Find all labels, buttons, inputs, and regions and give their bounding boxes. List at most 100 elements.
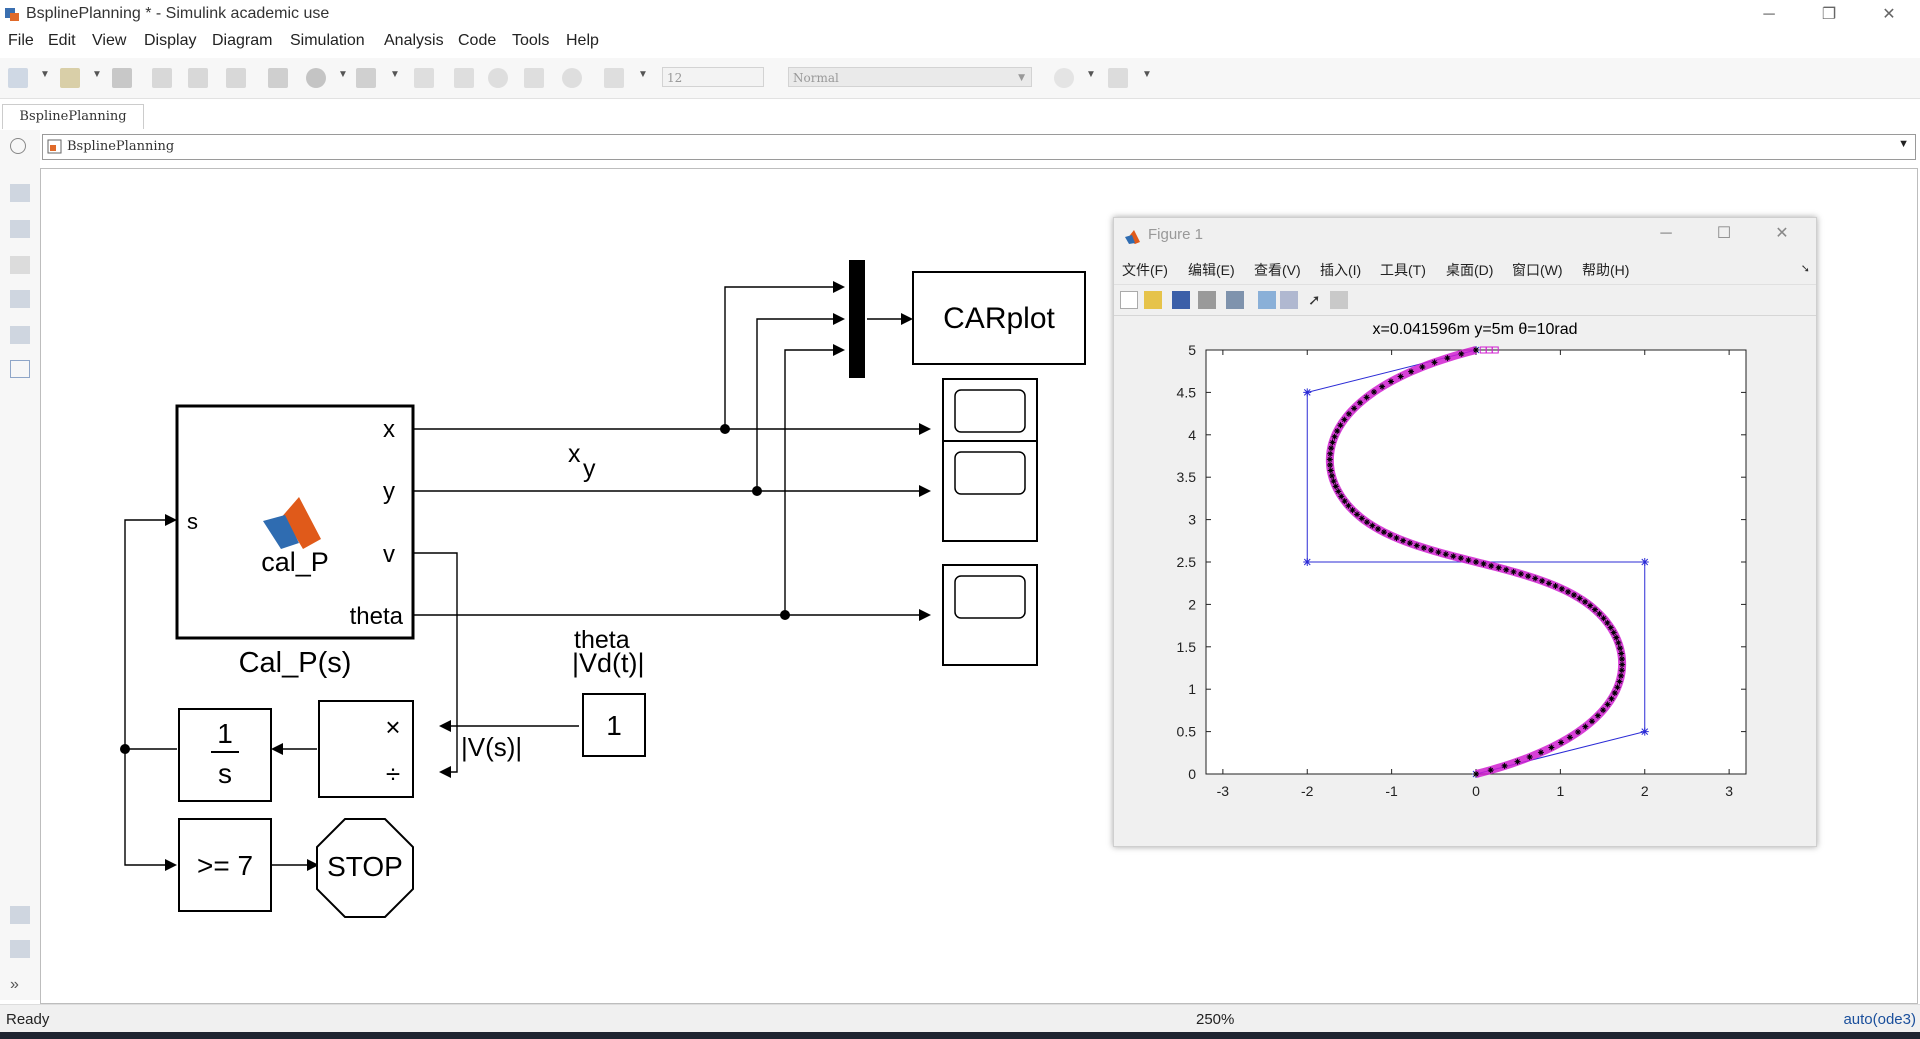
menu-file[interactable]: File (8, 32, 34, 49)
trajectory-marker (1618, 656, 1625, 663)
arrow-icon[interactable] (10, 256, 30, 274)
menu-analysis[interactable]: Analysis (384, 32, 444, 49)
step-forward-icon[interactable] (524, 68, 544, 88)
record-icon[interactable] (414, 68, 434, 88)
trajectory-marker (1329, 439, 1336, 446)
figure-menu-file[interactable]: 文件(F) (1122, 262, 1168, 278)
figure-menu-window[interactable]: 窗口(W) (1512, 262, 1563, 278)
forward-icon[interactable] (188, 68, 208, 88)
tab-model[interactable]: BsplinePlanning (2, 104, 144, 129)
control-point-marker (1640, 727, 1649, 736)
trajectory-marker (1400, 537, 1407, 544)
grid-icon[interactable] (1108, 68, 1128, 88)
screenshot-icon[interactable] (10, 906, 30, 924)
breadcrumb-dropdown-icon[interactable]: ▼ (1898, 138, 1909, 150)
constant-block[interactable] (582, 693, 646, 757)
carplot-label: CARplot (943, 302, 1055, 335)
y-tick-label: 4.5 (1177, 384, 1197, 400)
trajectory-marker (1570, 591, 1577, 598)
model-explorer-icon[interactable] (356, 68, 376, 88)
menu-edit[interactable]: Edit (48, 32, 76, 49)
minimize-button[interactable]: ─ (1763, 6, 1775, 23)
product-multiply-symbol: × (385, 712, 400, 742)
hide-browser-icon[interactable] (10, 138, 26, 154)
open-file-icon[interactable] (1144, 291, 1162, 309)
trajectory-marker (1380, 529, 1387, 536)
compare-block[interactable] (178, 818, 272, 912)
trajectory-marker (1617, 672, 1624, 679)
stop-time-input[interactable]: 12 (662, 67, 764, 87)
figure-close-button[interactable]: ✕ (1775, 225, 1789, 242)
link-plot-icon[interactable] (1226, 291, 1244, 309)
figure-menu-tools[interactable]: 工具(T) (1380, 262, 1426, 278)
figure-minimize-button[interactable]: ─ (1660, 225, 1672, 242)
figure-menu-desktop[interactable]: 桌面(D) (1446, 262, 1494, 278)
open-icon[interactable] (60, 68, 80, 88)
stop-icon[interactable] (562, 68, 582, 88)
model-canvas[interactable]: x y v theta s cal_P Cal_P(s) CARplot x (40, 168, 1918, 1004)
settings-gear-icon[interactable] (306, 68, 326, 88)
product-block[interactable] (318, 700, 414, 798)
print-icon[interactable] (1198, 291, 1216, 309)
control-point-marker (1640, 558, 1649, 566)
check-icon[interactable] (1054, 68, 1074, 88)
trajectory-marker (1503, 566, 1510, 573)
carplot-block[interactable] (912, 271, 1086, 365)
up-icon[interactable] (226, 68, 246, 88)
integrator-block[interactable] (178, 708, 272, 802)
solver-status[interactable]: auto(ode3) (1843, 1011, 1916, 1028)
zoom-level[interactable]: 250% (1196, 1011, 1235, 1028)
new-model-icon[interactable] (8, 68, 28, 88)
save-figure-icon[interactable] (1172, 291, 1190, 309)
trajectory-marker (1465, 557, 1472, 564)
stop-block[interactable] (316, 818, 414, 918)
trajectory-marker (1548, 744, 1555, 751)
y-tick-label: 3.5 (1177, 469, 1197, 485)
scope-y-block[interactable] (942, 440, 1038, 542)
data-inspector-icon[interactable] (604, 68, 624, 88)
trajectory-marker (1532, 575, 1539, 582)
menu-code[interactable]: Code (458, 32, 497, 49)
menu-display[interactable]: Display (144, 32, 197, 49)
pause-icon[interactable] (488, 68, 508, 88)
trajectory-marker (1596, 610, 1603, 617)
fit-view-icon[interactable] (10, 220, 30, 238)
figure-maximize-button[interactable]: ☐ (1716, 225, 1732, 242)
menu-tools[interactable]: Tools (512, 32, 550, 49)
back-icon[interactable] (152, 68, 172, 88)
x-tick-label: 0 (1472, 783, 1480, 799)
menu-diagram[interactable]: Diagram (212, 32, 273, 49)
figure-menu-insert[interactable]: 插入(I) (1320, 262, 1362, 278)
zoom-in-icon[interactable] (10, 184, 30, 202)
library-browser-icon[interactable] (268, 68, 288, 88)
end-marker (1491, 346, 1499, 354)
annotation-icon[interactable] (10, 290, 30, 308)
legend-icon[interactable] (1280, 291, 1298, 309)
figure-menu-help[interactable]: 帮助(H) (1582, 262, 1630, 278)
image-icon[interactable] (10, 326, 30, 344)
trajectory-marker (1363, 519, 1370, 526)
colorbar-icon[interactable] (1258, 291, 1276, 309)
restore-button[interactable]: ❐ (1821, 6, 1837, 23)
new-figure-icon[interactable] (1120, 291, 1138, 309)
trajectory-marker (1341, 416, 1348, 423)
simulation-mode-select[interactable]: Normal ▼ (788, 67, 1032, 87)
close-button[interactable]: ✕ (1882, 6, 1896, 23)
figure-dock-icon[interactable]: ➘ (1800, 263, 1810, 275)
breadcrumb-label[interactable]: BsplinePlanning (67, 139, 175, 154)
menu-simulation[interactable]: Simulation (290, 32, 365, 49)
model-browser-icon[interactable] (10, 940, 30, 958)
property-inspector-icon[interactable] (1330, 291, 1348, 309)
pointer-icon[interactable]: ➚ (1308, 292, 1321, 309)
menu-help[interactable]: Help (566, 32, 599, 49)
mux-block[interactable] (849, 260, 865, 378)
area-icon[interactable] (10, 360, 30, 378)
save-icon[interactable] (112, 68, 132, 88)
step-back-icon[interactable] (454, 68, 474, 88)
figure-menu-edit[interactable]: 编辑(E) (1188, 262, 1235, 278)
menu-view[interactable]: View (92, 32, 127, 49)
figure-menu-view[interactable]: 查看(V) (1254, 262, 1301, 278)
scope-theta-block[interactable] (942, 564, 1038, 666)
expand-icon[interactable]: » (10, 976, 19, 993)
